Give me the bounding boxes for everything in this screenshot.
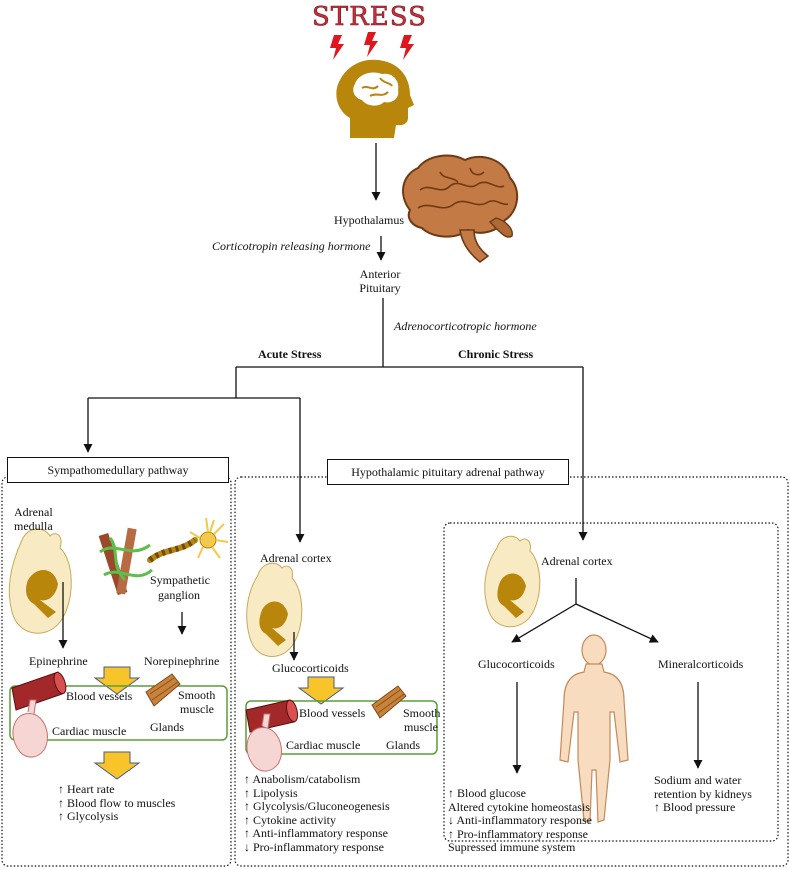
adrenal-cortex-label-chronic: Adrenal cortex <box>541 554 613 568</box>
glands-label-hpa: Glands <box>386 738 420 752</box>
chronic-mineral-effects-list: Sodium and water retention by kidneys ↑ … <box>654 773 752 815</box>
adrenal-cortex-label: Adrenal cortex <box>260 551 332 565</box>
list-item: ↑ Anabolism/catabolism <box>244 772 361 786</box>
list-item: ↑ Lipolysis <box>244 785 298 800</box>
sympatho-effects-list: ↑ Heart rate ↑ Blood flow to muscles ↑ G… <box>58 782 176 824</box>
list-item: ↑ Blood pressure <box>654 800 736 814</box>
blood-vessels-label-hpa: Blood vessels <box>299 706 366 720</box>
blood-vessel-icon-hpa <box>245 699 299 733</box>
sympathetic-ganglion-label-1: Sympathetic <box>150 573 210 587</box>
norepinephrine-label: Norepinephrine <box>144 654 220 668</box>
ganglion-icon <box>98 517 229 596</box>
adrenal-medulla-label-1: Adrenal <box>14 505 53 519</box>
list-item: ↑ Blood flow to muscles <box>58 795 176 810</box>
acute-stress-label: Acute Stress <box>258 347 322 361</box>
effector-box-hpa <box>245 700 438 755</box>
smooth-muscle-label-2: muscle <box>180 702 214 716</box>
mineralcorticoids-label: Mineralcorticoids <box>658 657 744 671</box>
smooth-muscle-icon-hpa <box>371 685 407 719</box>
list-item: Sodium and water <box>654 773 742 787</box>
effector-box-sympatho <box>9 685 228 741</box>
anterior-pituitary-label-2: Pituitary <box>359 281 401 295</box>
list-item: Altered cytokine homeostasis <box>448 799 590 814</box>
crh-label: Corticotropin releasing hormone <box>212 239 371 253</box>
chronic-container <box>443 522 779 842</box>
adrenal-medulla-label-2: medulla <box>14 519 53 533</box>
sympathetic-ganglion-label-2: ganglion <box>158 588 200 602</box>
sympathomedullary-pathway-label: Sympathomedullary pathway <box>7 457 229 483</box>
blood-vessels-label: Blood vessels <box>66 689 133 703</box>
kidney-icon-hpa <box>246 562 303 657</box>
yellow-arrow-icon <box>93 666 345 780</box>
smooth-muscle-label-hpa-2: muscle <box>404 720 438 734</box>
lightning-icon <box>330 32 414 60</box>
smooth-muscle-label-hpa-1: Smooth <box>403 706 441 720</box>
chronic-arrows <box>511 578 703 774</box>
smooth-muscle-icon <box>145 673 181 707</box>
list-item: ↑ Heart rate <box>58 782 115 796</box>
list-item: retention by kidneys <box>654 786 752 801</box>
glands-label: Glands <box>150 720 184 734</box>
main-flow-arrows <box>83 143 588 543</box>
brain-icon <box>402 154 519 264</box>
list-item: ↑ Cytokine activity <box>244 812 336 827</box>
acth-label: Adrenocorticotropic hormone <box>394 319 537 333</box>
epinephrine-label: Epinephrine <box>29 654 88 668</box>
hpa-pathway-label: Hypothalamic pituitary adrenal pathway <box>327 459 569 485</box>
cardiac-muscle-label: Cardiac muscle <box>52 724 127 738</box>
heart-icon <box>12 699 48 758</box>
list-item: ↑ Pro-inflammatory response <box>448 826 588 841</box>
cardiac-muscle-label-hpa: Cardiac muscle <box>286 738 361 752</box>
list-item: ↑ Anti-inflammatory response <box>244 826 388 840</box>
head-icon <box>336 59 414 138</box>
heart-icon-hpa <box>246 713 282 772</box>
kidney-icon-chronic <box>484 535 541 628</box>
glucocorticoids-label-chronic: Glucocorticoids <box>478 657 555 671</box>
hpa-effects-list: ↑ Anabolism/catabolism ↑ Lipolysis ↑ Gly… <box>244 772 390 854</box>
list-item: ↓ Pro-inflammatory response <box>244 839 384 854</box>
list-item: ↓ Anti-inflammatory response <box>448 813 592 827</box>
chronic-stress-label: Chronic Stress <box>458 347 534 361</box>
list-item: Supressed immune system <box>448 840 576 854</box>
anterior-pituitary-label-1: Anterior <box>359 267 401 281</box>
smooth-muscle-label-1: Smooth <box>178 688 216 702</box>
stress-title: STRESS <box>312 2 427 33</box>
chronic-gluco-effects-list: ↑ Blood glucose Altered cytokine homeost… <box>448 786 592 855</box>
glucocorticoids-label: Glucocorticoids <box>272 661 349 675</box>
blood-vessel-icon <box>11 671 67 711</box>
list-item: ↑ Blood glucose <box>448 786 526 800</box>
kidney-icon <box>8 528 72 634</box>
list-item: ↑ Glycolysis <box>58 809 119 823</box>
sympatho-arrows <box>58 582 187 649</box>
list-item: ↑ Glycolysis/Gluconeogenesis <box>244 799 390 813</box>
human-body-icon <box>559 634 629 823</box>
hypothalamus-label: Hypothalamus <box>334 213 404 227</box>
